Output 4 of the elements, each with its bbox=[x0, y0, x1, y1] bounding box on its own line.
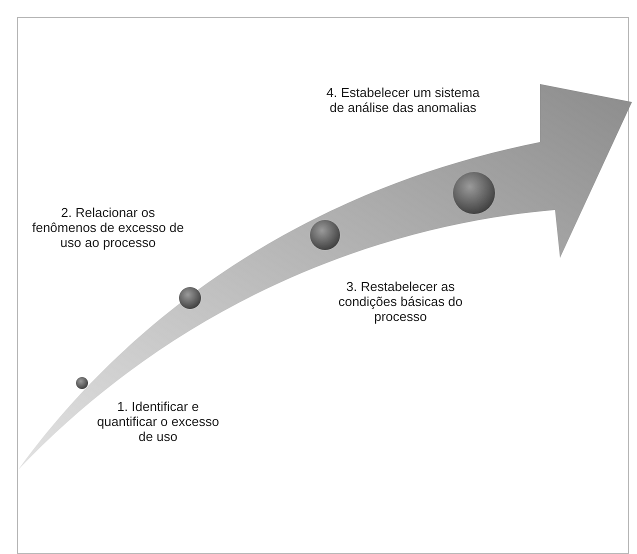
step-label: 4. Estabelecer um sistema de análise das anomalias bbox=[325, 85, 481, 115]
step-label: 1. Identificar e quantificar o excesso de uso bbox=[96, 399, 220, 444]
step-label: 3. Restabelecer as condições básicas do processo bbox=[337, 279, 464, 324]
step-label: 2. Relacionar os fenômenos de excesso de uso ao processo bbox=[31, 205, 185, 250]
